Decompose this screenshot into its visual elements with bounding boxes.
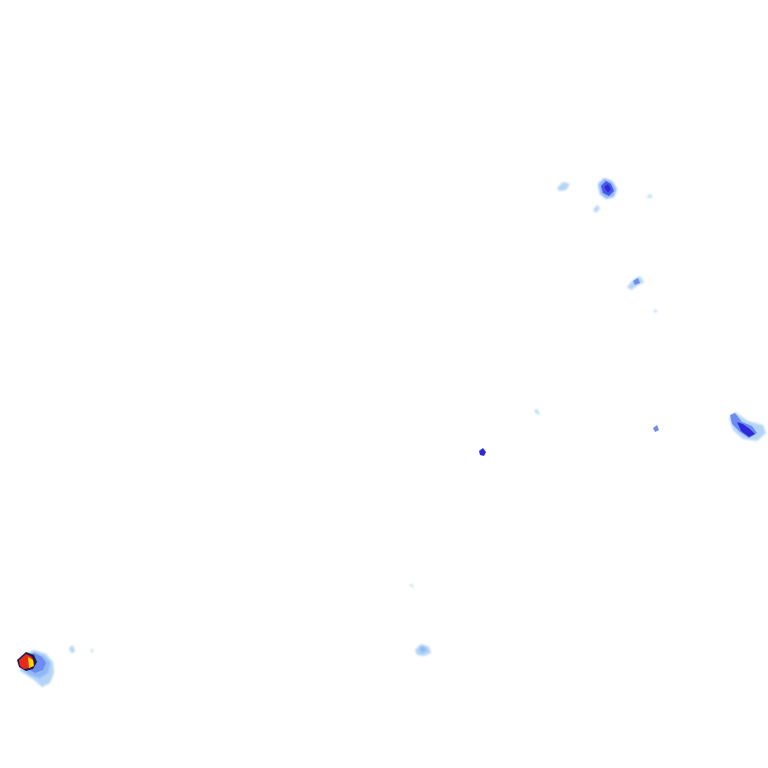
radar-echo-strong xyxy=(737,422,755,437)
radar-echo-storm-cell xyxy=(17,645,93,687)
radar-echo-very-light xyxy=(646,194,652,198)
radar-echo-very-light xyxy=(593,205,600,213)
radar-echo-very-light xyxy=(557,182,570,191)
radar-echo-heavy xyxy=(28,657,34,668)
radar-echo-top-cluster xyxy=(557,178,652,213)
radar-echo-strong xyxy=(479,448,486,456)
radar-echo-moderate xyxy=(633,278,640,285)
radar-echo-very-light xyxy=(90,649,93,653)
radar-echo-light xyxy=(419,646,427,653)
radar-echo-strong xyxy=(604,184,611,193)
radar-echo-right-edge xyxy=(653,412,766,441)
radar-echo-moderate xyxy=(653,425,659,432)
radar-echo-very-light xyxy=(653,309,657,313)
radar-echo-center xyxy=(479,409,540,456)
radar-echo-very-light xyxy=(409,584,414,588)
radar-echo-mid-right-small xyxy=(627,276,657,313)
radar-echo-very-light xyxy=(534,409,540,415)
radar-echo-very-light xyxy=(69,645,75,653)
radar-echo-bottom-middle xyxy=(409,584,431,656)
